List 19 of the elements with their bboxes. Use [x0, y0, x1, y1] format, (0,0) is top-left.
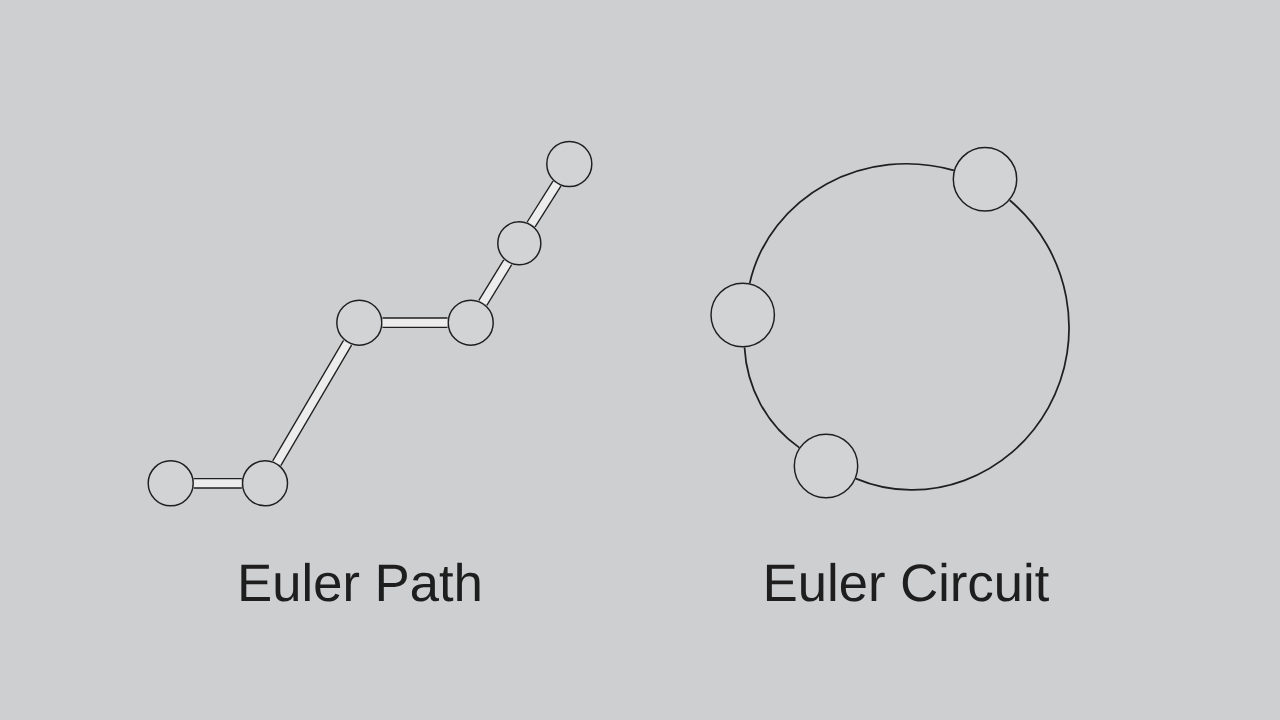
vertex-circle — [497, 221, 542, 266]
arc-line — [743, 346, 801, 449]
vertex-circle — [336, 299, 383, 346]
vertex-circle — [546, 140, 593, 188]
vertex-circle — [710, 282, 776, 348]
edge-bar — [272, 340, 353, 466]
arc-line — [855, 199, 1070, 491]
edge-bar — [526, 180, 562, 228]
edge-bar — [193, 477, 242, 489]
arc-line — [748, 162, 955, 285]
graph-caption: Euler Path — [241, 562, 480, 602]
vertex-circle — [241, 460, 289, 507]
edge-bar — [382, 317, 448, 329]
vertex-circle — [147, 460, 194, 507]
graph-caption: Euler Circuit — [766, 562, 1049, 602]
vertex-circle — [793, 433, 859, 499]
vertex-circle — [447, 299, 494, 346]
vertex-circle — [952, 146, 1018, 212]
edge-bar — [478, 259, 513, 306]
